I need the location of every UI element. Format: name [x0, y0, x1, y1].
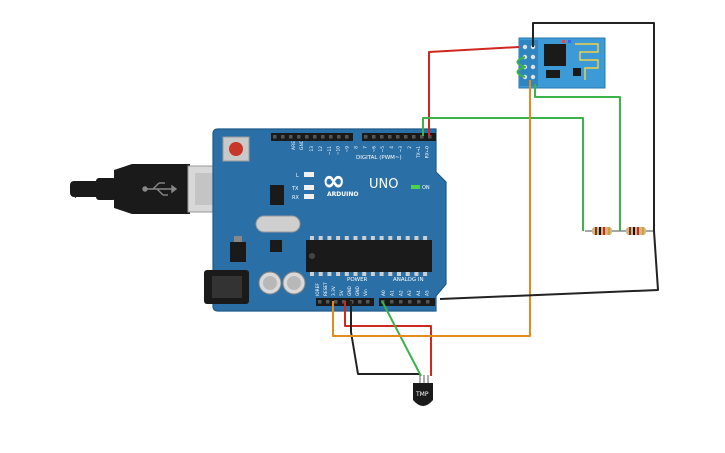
gnd-label: GND [299, 139, 305, 150]
pin-label: GND [347, 285, 353, 296]
pin-label: TX→1 [416, 146, 422, 159]
resistor[interactable] [585, 227, 620, 235]
led-rx-label: RX [292, 195, 299, 201]
pin-label: A2 [398, 290, 404, 296]
pin-label: ~10 [336, 146, 342, 155]
pin-label: ~5 [380, 146, 386, 153]
wire-black-sensor [350, 301, 420, 375]
pin-label: 3.3V [331, 286, 337, 296]
wire-green-esp [534, 84, 621, 231]
pin-label: IOREF [315, 283, 321, 296]
pin-label: 7 [362, 146, 368, 149]
top-header-left [271, 133, 353, 141]
digital-header-label: DIGITAL (PWM~) [356, 155, 402, 161]
power-jack-icon[interactable] [204, 270, 249, 304]
analog-header [379, 298, 435, 306]
antenna-icon [575, 43, 599, 80]
board-brand: ARDUINO [327, 191, 358, 198]
usb-icon [142, 182, 178, 196]
pin-label: A1 [390, 290, 396, 296]
pin-label: GND [355, 285, 361, 296]
pin-label: ~3 [398, 146, 404, 153]
led-l-label: L [296, 173, 299, 179]
wire-black-esp [439, 22, 659, 300]
reset-button-icon[interactable] [222, 136, 250, 162]
resistor[interactable] [620, 227, 653, 235]
pin-label: 8 [354, 146, 360, 149]
pin-label: 5V [339, 290, 345, 296]
arduino-uno-board[interactable]: L TX RX ∞ UNO ARDUINO ON DIGITAL (PWM~) … [204, 128, 447, 312]
pin-label: A0 [381, 290, 387, 296]
esp8266-module[interactable] [518, 37, 606, 89]
pin-label: 2 [407, 146, 413, 149]
wire-green-loop [516, 56, 526, 78]
wire-red-esp [428, 46, 520, 136]
atmega-chip [306, 236, 432, 276]
wire-orange-esp [332, 80, 531, 337]
arduino-infinity-icon: ∞ [322, 164, 345, 197]
sensor-label: TMP [415, 391, 429, 398]
board-model: UNO [369, 177, 398, 192]
led-tx-label: TX [291, 186, 299, 192]
temperature-sensor[interactable]: TMP [413, 375, 433, 406]
power-header-label: POWER [347, 277, 368, 283]
pin-label: Vin [363, 289, 369, 296]
pin-label: A4 [416, 290, 422, 296]
pin-label: ~11 [327, 146, 333, 155]
pin-label: RESET [323, 282, 329, 296]
pin-label: 12 [318, 146, 324, 152]
wire-red-sensor [344, 301, 432, 376]
pin-label: 4 [389, 146, 395, 149]
pin-label: ~9 [345, 146, 351, 153]
pin-label: 13 [309, 146, 315, 152]
wires[interactable] [332, 22, 659, 377]
aref-label: AREF [291, 138, 297, 150]
capacitor [258, 271, 306, 295]
analog-header-label: ANALOG IN [393, 277, 424, 283]
wire-green-sensor [381, 300, 422, 377]
wire-green-resistor [422, 117, 584, 231]
pin-label: A3 [407, 290, 413, 296]
pin-label: ~6 [371, 146, 377, 153]
pin-label: RX←0 [425, 146, 431, 159]
pin-label: A5 [425, 290, 431, 296]
on-label: ON [422, 185, 430, 191]
